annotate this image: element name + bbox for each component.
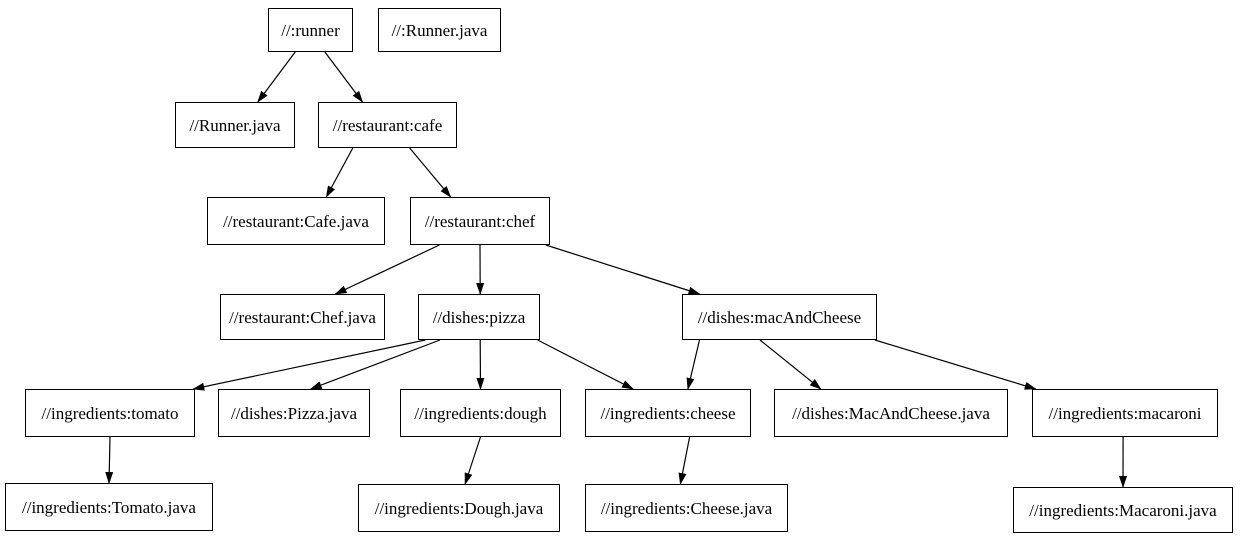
edge-cafe-to-chef	[409, 147, 452, 198]
edge-chef-to-mac-and-cheese	[545, 244, 701, 295]
graph-node-macaroni: //ingredients:macaroni	[1032, 389, 1218, 437]
graph-node-runner-java-root: //:Runner.java	[378, 8, 501, 52]
graph-node-label: //ingredients:dough	[414, 403, 547, 423]
edge-mac-and-cheese-to-mac-and-cheese-java	[759, 339, 822, 390]
graph-node-macaroni-java: //ingredients:Macaroni.java	[1013, 487, 1233, 533]
graph-node-label: //ingredients:cheese	[600, 403, 736, 423]
graph-node-label: //dishes:pizza	[432, 307, 526, 327]
graph-node-cheese-java: //ingredients:Cheese.java	[585, 484, 788, 532]
graph-node-label: //ingredients:Tomato.java	[22, 497, 196, 517]
edge-mac-and-cheese-to-macaroni	[874, 339, 1037, 390]
graph-node-pizza: //dishes:pizza	[418, 294, 540, 340]
edge-cheese-to-cheese-java	[678, 436, 691, 485]
edge-runner-to-cafe	[324, 51, 364, 103]
graph-node-label: //ingredients:macaroni	[1048, 403, 1202, 423]
graph-node-cheese: //ingredients:cheese	[585, 389, 751, 437]
graph-node-label: //restaurant:Chef.java	[229, 307, 376, 327]
graph-node-tomato: //ingredients:tomato	[25, 389, 195, 437]
graph-node-label: //ingredients:tomato	[41, 403, 179, 423]
graph-node-label: //restaurant:cafe	[332, 115, 443, 135]
graph-node-runner-java: //Runner.java	[175, 102, 295, 148]
graph-node-label: //:Runner.java	[391, 20, 488, 40]
edge-pizza-to-pizza-java	[309, 339, 441, 390]
graph-node-tomato-java: //ingredients:Tomato.java	[5, 483, 213, 531]
graph-node-cafe-java: //restaurant:Cafe.java	[207, 197, 385, 245]
graph-node-label: //restaurant:chef	[424, 211, 536, 231]
graph-node-label: //restaurant:Cafe.java	[223, 211, 369, 231]
graph-node-dough-java: //ingredients:Dough.java	[358, 484, 560, 532]
graph-node-label: //Runner.java	[189, 115, 281, 135]
graph-node-dough: //ingredients:dough	[400, 389, 561, 437]
graph-node-label: //ingredients:Cheese.java	[600, 498, 773, 518]
graph-node-label: //dishes:MacAndCheese.java	[792, 403, 990, 423]
edge-cafe-to-cafe-java	[325, 147, 354, 198]
edge-runner-to-runner-java	[257, 51, 296, 103]
edge-mac-and-cheese-to-cheese	[686, 339, 701, 390]
graph-node-chef: //restaurant:chef	[410, 197, 550, 245]
graph-node-label: //dishes:macAndCheese	[697, 307, 862, 327]
graph-node-cafe: //restaurant:cafe	[318, 102, 457, 148]
edge-pizza-to-cheese	[537, 339, 634, 390]
graph-node-label: //ingredients:Macaroni.java	[1029, 500, 1217, 520]
graph-node-label: //ingredients:Dough.java	[374, 498, 544, 518]
edge-pizza-to-tomato	[192, 339, 426, 391]
graph-node-label: //:runner	[281, 20, 340, 40]
graph-node-chef-java: //restaurant:Chef.java	[220, 294, 385, 340]
graph-node-mac-and-cheese-java: //dishes:MacAndCheese.java	[774, 389, 1008, 437]
edge-tomato-to-tomato-java	[105, 436, 114, 484]
graph-node-label: //dishes:Pizza.java	[230, 403, 358, 423]
graph-node-runner: //:runner	[268, 8, 353, 52]
edge-dough-to-dough-java	[464, 436, 482, 485]
edge-chef-to-chef-java	[334, 244, 440, 295]
graph-node-pizza-java: //dishes:Pizza.java	[218, 389, 370, 437]
graph-node-mac-and-cheese: //dishes:macAndCheese	[682, 294, 877, 340]
